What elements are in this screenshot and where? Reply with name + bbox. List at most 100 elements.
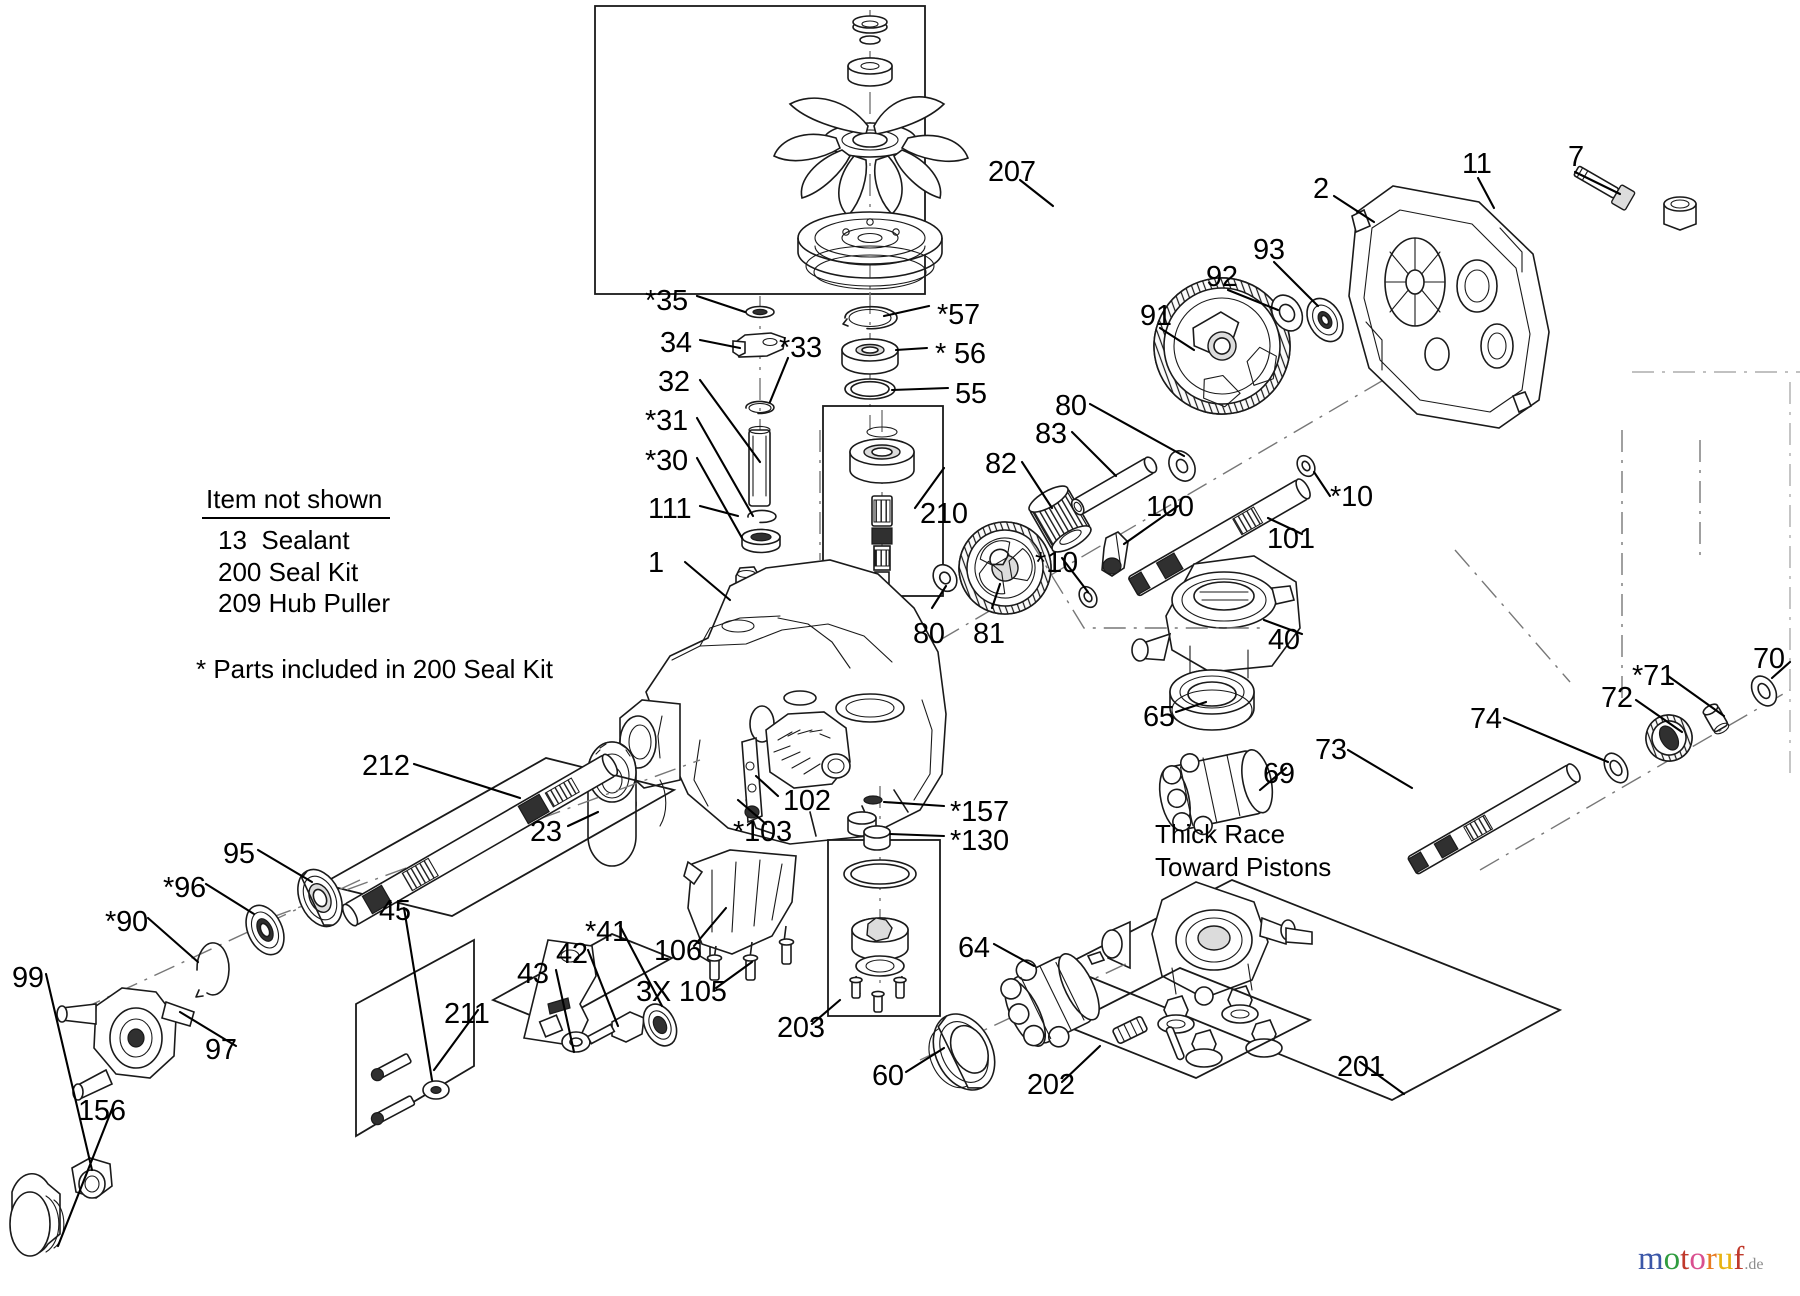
callout-2: 2 [1313, 173, 1329, 205]
callout-70: 70 [1753, 643, 1785, 675]
callout-45: 45 [379, 895, 411, 927]
callout-55: 55 [955, 378, 987, 410]
construction-lines [819, 371, 1800, 780]
callout-11: 11 [1462, 148, 1492, 180]
callout-100: 100 [1146, 491, 1194, 523]
callout-111: 111 [648, 493, 692, 525]
watermark-letter: r [1705, 1241, 1717, 1277]
callout-201: 201 [1337, 1051, 1385, 1083]
callout-202: 202 [1027, 1069, 1075, 1101]
callout-71: *71 [1632, 660, 1675, 692]
callout-210: 210 [920, 498, 968, 530]
leader-lines [44, 170, 1792, 1248]
legend-item-209: 209 Hub Puller [218, 588, 616, 620]
group-bracket-106 [683, 849, 797, 981]
group-hardware-box-211 [355, 938, 475, 1138]
callout-81: 81 [973, 618, 1005, 650]
watermark-letter: u [1716, 1241, 1734, 1277]
group-charge-pump-203 [827, 786, 941, 1017]
watermark-letter: o [1689, 1241, 1706, 1277]
group-axle-shaft-212 [269, 753, 701, 927]
legend-item-200-text: 200 Seal Kit [218, 556, 359, 587]
callout-41: *41 [585, 916, 628, 948]
callout-130: *130 [950, 825, 1009, 857]
legend-item-13: 13 Sealant [218, 525, 616, 557]
group-shaft-210 [822, 405, 944, 600]
group-gears-80-83 [932, 277, 1521, 641]
callout-7: 7 [1568, 141, 1584, 173]
legend-item-200: 200 Seal Kit [218, 557, 616, 589]
callout-90: *90 [105, 906, 148, 938]
callout-82: 82 [985, 448, 1017, 480]
thick-race-note: Thick Race Toward Pistons [1155, 819, 1332, 882]
callout-96: *96 [163, 872, 206, 904]
callout-80: 80 [1055, 390, 1087, 422]
group-shaft-70-74 [1407, 675, 1791, 875]
group-fan-pulley-207 [594, 5, 970, 300]
callout-211: 211 [444, 998, 490, 1030]
callout-65: 65 [1143, 701, 1175, 733]
callout-103: *103 [733, 816, 792, 848]
watermark-letter: m [1638, 1241, 1664, 1277]
callout-33: *33 [779, 332, 822, 364]
callout-23: 23 [530, 816, 562, 848]
callout-40: 40 [1268, 624, 1300, 656]
callout-212: 212 [362, 750, 410, 782]
callout-93: 93 [1253, 234, 1285, 266]
callout-101: 101 [1267, 523, 1315, 555]
callout-92: 92 [1206, 261, 1238, 293]
callout-95: 95 [223, 838, 255, 870]
callout-207: 207 [988, 156, 1036, 188]
callout-156: 156 [78, 1095, 126, 1127]
callout-83: 83 [1035, 418, 1067, 450]
callout-60: 60 [872, 1060, 904, 1092]
watermark-letters: motoruf [1638, 1241, 1744, 1277]
callout-106: 106 [654, 935, 702, 967]
group-small-stack-30-35 [732, 296, 786, 603]
group-seal-60-barrel-64 [919, 953, 1131, 1091]
callout-69: 69 [1263, 758, 1295, 790]
callout-97: 97 [205, 1034, 237, 1066]
callout-32: 32 [658, 366, 690, 398]
group-pump-assembly-201 [1060, 879, 1563, 1101]
legend-heading: Item not shown [202, 484, 391, 519]
callout-31: *31 [645, 405, 688, 437]
watermark-letter: o [1663, 1241, 1681, 1277]
callout-72: 72 [1601, 682, 1633, 714]
callout-80: 80 [913, 618, 945, 650]
legend-footnote: * Parts included in 200 Seal Kit [196, 654, 553, 685]
callout-34: 34 [660, 327, 692, 359]
callout-35: *35 [645, 285, 688, 317]
callout-42: 42 [556, 938, 588, 970]
callout-102: 102 [783, 785, 831, 817]
watermark-motoruf: motoruf.de [1638, 1243, 1763, 1276]
watermark-letter: t [1680, 1241, 1690, 1277]
legend-item-13-text: 13 Sealant [218, 525, 350, 555]
group-trunnion-40 [1131, 555, 1301, 836]
callout-203: 203 [777, 1012, 825, 1044]
legend-item-not-shown: Item not shown 13 Sealant 200 Seal Kit 2… [196, 484, 616, 685]
callout-43: 43 [517, 958, 549, 990]
callout-91: 91 [1140, 300, 1172, 332]
callout-99: 99 [12, 962, 44, 994]
legend-list: 13 Sealant 200 Seal Kit 209 Hub Puller [196, 525, 616, 620]
group-shaft-101 [1101, 478, 1311, 597]
callout-73: 73 [1315, 734, 1347, 766]
callout-10: *10 [1035, 547, 1078, 579]
callout-30: *30 [645, 445, 688, 477]
watermark-suffix: .de [1744, 1256, 1764, 1273]
callout-56: * 56 [935, 338, 986, 370]
callout-57: *57 [937, 299, 980, 331]
callout-3x105: 3X 105 [636, 976, 727, 1008]
callout-64: 64 [958, 932, 990, 964]
legend-item-209-text: 209 Hub Puller [218, 588, 390, 619]
group-cover-2 [1348, 165, 1697, 429]
watermark-letter: f [1733, 1241, 1745, 1277]
callout-10: *10 [1330, 481, 1373, 513]
callout-1: 1 [648, 547, 664, 579]
group-bearing-stack-90-96 [9, 868, 361, 1257]
callout-74: 74 [1470, 703, 1502, 735]
group-seal-stack-55-57 [841, 292, 899, 430]
